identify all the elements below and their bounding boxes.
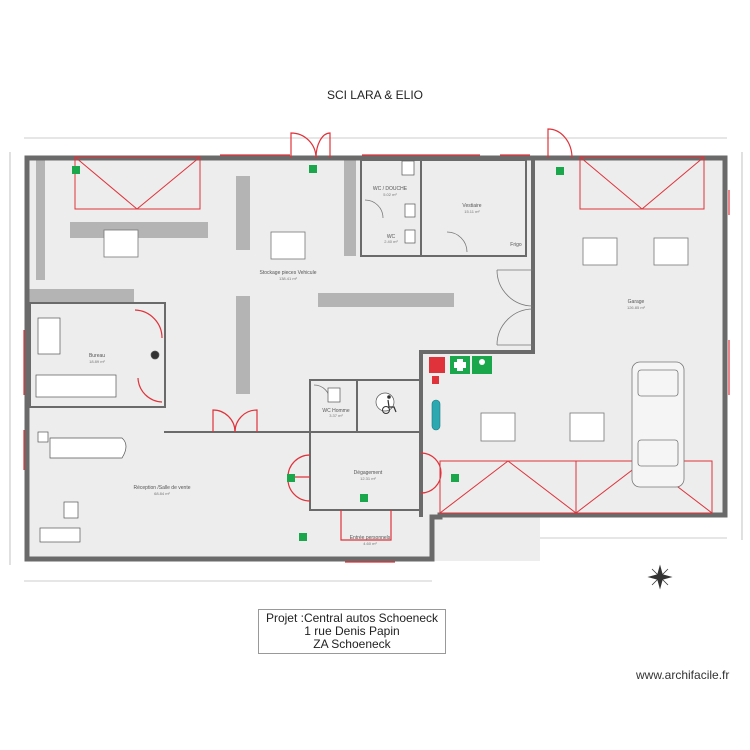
reception-counter bbox=[37, 431, 127, 543]
room-bureau-area: 18.89 m² bbox=[89, 359, 105, 364]
page-title: SCI LARA & ELIO bbox=[326, 88, 424, 102]
room-wc-area: 2.40 m² bbox=[384, 239, 398, 244]
project-zone: ZA Schoeneck bbox=[313, 637, 391, 651]
room-reception-name: Réception /Salle de vente bbox=[134, 485, 191, 491]
watermark-text: www.archifacile.fr bbox=[636, 668, 730, 682]
room-entree-area: 4.60 m² bbox=[363, 541, 377, 546]
room-wc-homme-name: WC Homme bbox=[322, 408, 349, 414]
vehicle-icon bbox=[631, 361, 685, 488]
room-reception-area: 68.84 m² bbox=[154, 491, 170, 496]
room-stockage-name: Stockage pieces Vehicule bbox=[260, 270, 317, 276]
wheelchair-icon bbox=[382, 395, 397, 414]
room-vestiaire-name: Vestiaire bbox=[462, 203, 481, 209]
bureau-furniture bbox=[35, 317, 160, 398]
storage-shelves bbox=[28, 160, 454, 394]
room-degagement-name: Dégagement bbox=[354, 470, 383, 476]
garage-doors bbox=[74, 156, 713, 514]
room-wc-name: WC bbox=[387, 234, 396, 240]
walls bbox=[24, 155, 728, 562]
room-stockage-area: 138.41 m² bbox=[279, 276, 298, 281]
room-wc-douche-area: 5.02 m² bbox=[383, 192, 397, 197]
project-name: Projet :Central autos Schoeneck bbox=[265, 611, 439, 625]
exit-signs bbox=[72, 165, 564, 541]
doors-windows bbox=[23, 128, 730, 563]
scooter-icon bbox=[431, 399, 441, 431]
room-wc-douche-name: WC / DOUCHE bbox=[373, 186, 408, 192]
skylights bbox=[103, 229, 689, 442]
room-garage-area: 126.85 m² bbox=[627, 305, 646, 310]
safety-equipment bbox=[429, 356, 492, 384]
room-bureau-name: Bureau bbox=[89, 353, 105, 359]
dimension-lines bbox=[9, 137, 743, 582]
room-labels: Stockage pieces Vehicule 138.41 m² Garag… bbox=[89, 186, 646, 546]
room-garage-name: Garage bbox=[628, 299, 645, 305]
room-degagement-area: 12.31 m² bbox=[360, 476, 376, 481]
room-frigo-name: Frigo bbox=[510, 242, 522, 248]
compass-icon bbox=[647, 564, 673, 590]
room-vestiaire-area: 15.11 m² bbox=[464, 209, 480, 214]
room-entree-name: Entrée personnels bbox=[350, 535, 391, 541]
floor-areas bbox=[28, 157, 726, 561]
room-wc-homme-area: 3.37 m² bbox=[329, 413, 343, 418]
project-address: 1 rue Denis Papin bbox=[304, 624, 400, 638]
project-info-box: Projet :Central autos Schoeneck 1 rue De… bbox=[258, 609, 446, 654]
